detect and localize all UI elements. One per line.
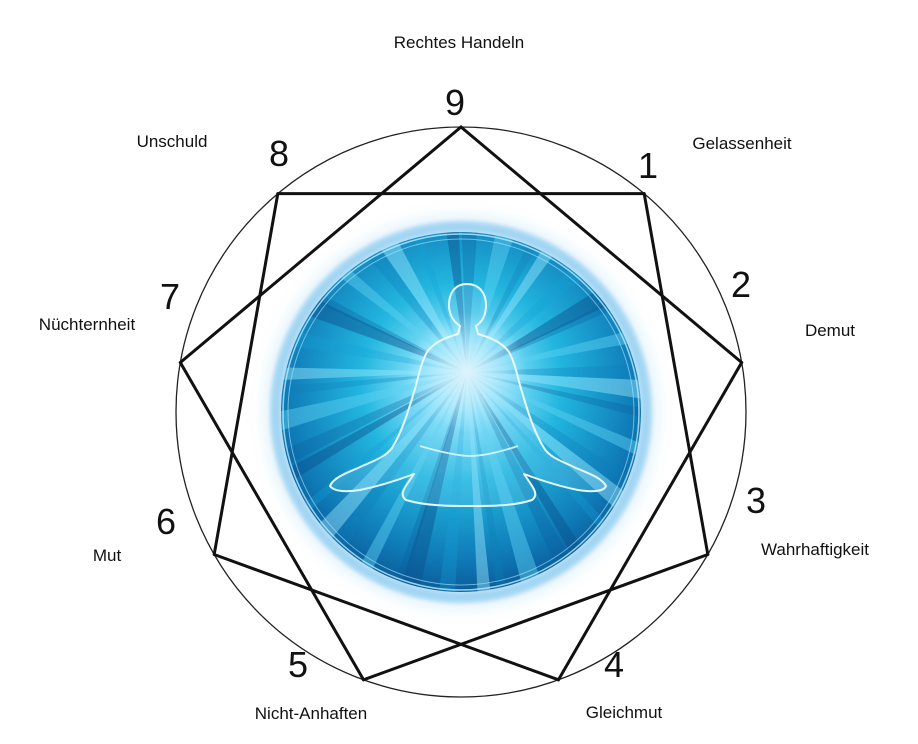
point-number-1: 1 — [638, 145, 658, 186]
light-ray — [436, 372, 467, 592]
orb-inner-ring — [282, 233, 640, 591]
glowing-orb — [261, 212, 661, 612]
point-number-7: 7 — [160, 276, 180, 317]
point-number-3: 3 — [746, 480, 766, 521]
star-line — [178, 125, 463, 365]
orb-halo — [270, 221, 652, 603]
star-line — [212, 553, 560, 682]
orb-inner-ring-2 — [287, 238, 635, 586]
star-line — [178, 361, 366, 682]
light-ray — [281, 367, 467, 381]
virtue-label-3: Wahrhaftigkeit — [761, 540, 869, 559]
point-number-4: 4 — [604, 644, 624, 685]
light-ray — [281, 372, 467, 399]
point-number-2: 2 — [731, 264, 751, 305]
light-ray — [467, 363, 641, 381]
star-line — [362, 553, 710, 682]
light-ray — [305, 372, 467, 554]
virtue-label-9: Rechtes Handeln — [394, 33, 524, 52]
light-ray — [467, 372, 510, 592]
virtue-label-8: Unschuld — [137, 132, 208, 151]
star-line — [212, 192, 280, 556]
star-line — [556, 361, 744, 682]
light-ray — [461, 232, 479, 372]
light-ray — [389, 372, 467, 592]
star-line — [459, 125, 744, 365]
light-ray — [467, 372, 546, 592]
star-line — [642, 192, 710, 556]
figure-hands — [419, 445, 519, 457]
virtue-label-7: Nüchternheit — [39, 315, 136, 334]
light-ray — [467, 372, 493, 592]
light-ray — [467, 372, 641, 402]
virtue-label-5: Nicht-Anhaften — [255, 704, 367, 723]
point-number-5: 5 — [288, 644, 308, 685]
virtue-label-4: Gleichmut — [586, 703, 663, 722]
enneagram-lines — [178, 125, 744, 682]
light-ray — [395, 372, 467, 592]
light-ray — [319, 372, 467, 566]
virtue-label-6: Mut — [93, 546, 122, 565]
virtue-label-2: Demut — [805, 321, 855, 340]
point-number-8: 8 — [269, 133, 289, 174]
virtue-label-1: Gelassenheit — [692, 134, 792, 153]
point-number-6: 6 — [156, 501, 176, 542]
point-number-9: 9 — [445, 82, 465, 123]
meditating-figure-icon — [329, 283, 607, 507]
